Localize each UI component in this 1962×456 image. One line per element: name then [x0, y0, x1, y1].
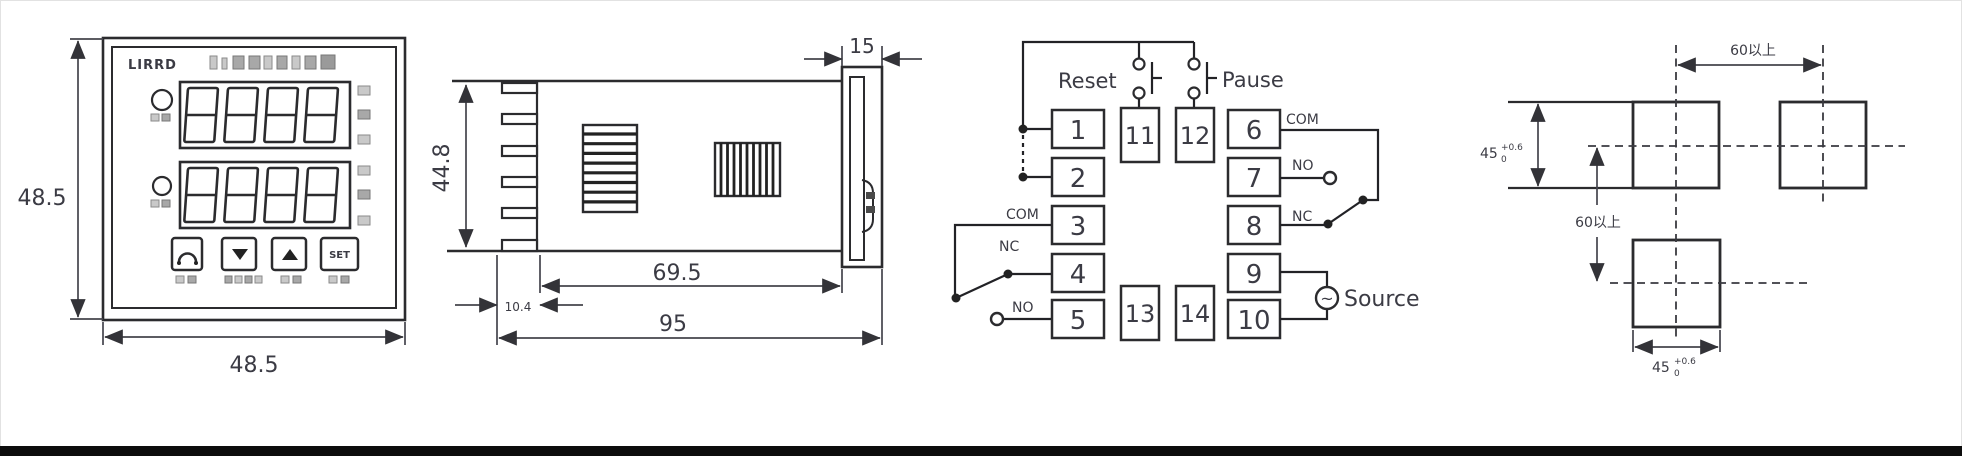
pause-switch: [1187, 42, 1217, 108]
body-length-dim: 69.5: [653, 261, 702, 286]
header-glyph-strip: [209, 54, 336, 70]
lower-indicator-lamp: [151, 175, 173, 197]
source-label: Source: [1344, 287, 1420, 312]
front-view: LIRRD: [18, 36, 407, 378]
upper-display: [150, 80, 352, 150]
terminal-11: 11: [1125, 122, 1156, 150]
front-width-dim: 48.5: [230, 353, 279, 378]
bezel-depth-dim: 15: [849, 34, 874, 58]
svg-text:0: 0: [1501, 155, 1507, 165]
terminal-12: 12: [1180, 122, 1211, 150]
horizontal-vent-grille: [581, 123, 639, 214]
right-indicator-column: [357, 85, 371, 226]
rear-terminals: [500, 81, 539, 253]
set-button: [319, 236, 360, 272]
terminal-5: 5: [1070, 306, 1087, 336]
source-symbol: ~: [1320, 289, 1333, 308]
wiring-diagram: Reset Pause COM NC NO 1: [951, 40, 1420, 342]
terminal-1: 1: [1070, 116, 1087, 146]
terminal-13: 13: [1125, 300, 1156, 328]
terminal-9: 9: [1246, 260, 1263, 290]
total-length-dim: 95: [659, 312, 687, 337]
front-height-dim: 48.5: [18, 186, 67, 211]
terminal-10: 10: [1237, 306, 1270, 336]
terminal-8: 8: [1246, 212, 1263, 242]
terminal-7: 7: [1246, 164, 1263, 194]
svg-text:45: 45: [1480, 146, 1498, 162]
step-dim: 10.4: [505, 300, 532, 314]
reset-label: Reset: [1058, 69, 1117, 93]
power-source: ~ Source: [1280, 270, 1420, 321]
down-arrow-icon: [232, 249, 248, 260]
button-sublabels: [175, 275, 350, 284]
panel-cutout-diagram: 60以上 60以上 45 +0.6 0 45 +0.6 0: [1480, 43, 1905, 379]
cutout-h-spacing: 60以上: [1730, 43, 1776, 59]
terminal-6: 6: [1246, 116, 1263, 146]
svg-text:+0.6: +0.6: [1501, 143, 1523, 153]
vertical-vent-grille: [713, 141, 782, 198]
terminal-blocks: 1 2 3 4 5 11 12 13 14 6 7 8 9: [1050, 106, 1282, 342]
terminal-4: 4: [1070, 260, 1087, 290]
loop-icon: [177, 252, 198, 265]
no-right-label: NO: [1292, 158, 1314, 174]
no-left-label: NO: [1012, 300, 1034, 316]
front-dimensions: 48.5 48.5: [18, 38, 406, 378]
svg-text:+0.6: +0.6: [1674, 357, 1696, 367]
button-row: SET: [170, 236, 360, 284]
svg-text:0: 0: [1674, 369, 1680, 379]
cutout-v-spacing: 60以上: [1575, 215, 1621, 231]
nc-right-label: NC: [1292, 209, 1312, 225]
pause-label: Pause: [1222, 68, 1284, 92]
side-view: 44.8 15 69.5 10.4 95: [430, 34, 922, 346]
set-button-label: SET: [329, 250, 350, 261]
up-arrow-icon: [282, 249, 298, 260]
terminal-3: 3: [1070, 212, 1087, 242]
cutout-width-dim: 45 +0.6 0: [1652, 357, 1696, 379]
terminal-2: 2: [1070, 164, 1087, 194]
lower-display: [150, 160, 352, 230]
terminal-14: 14: [1180, 300, 1211, 328]
reset-switch: [1132, 42, 1162, 108]
upper-indicator-lamp: [150, 88, 174, 112]
cutout-height-dim: 45 +0.6 0: [1480, 143, 1523, 165]
svg-text:45: 45: [1652, 360, 1670, 376]
com-left-label: COM: [1006, 207, 1039, 223]
com-right-label: COM: [1286, 112, 1319, 128]
bottom-border-strip: [0, 446, 1962, 456]
nc-left-label: NC: [999, 239, 1019, 255]
side-height-dim: 44.8: [430, 144, 455, 193]
front-bezel-side: [840, 65, 884, 269]
side-dimensions: 44.8 15 69.5 10.4 95: [430, 34, 922, 346]
brand-logo: LIRRD: [128, 58, 177, 73]
